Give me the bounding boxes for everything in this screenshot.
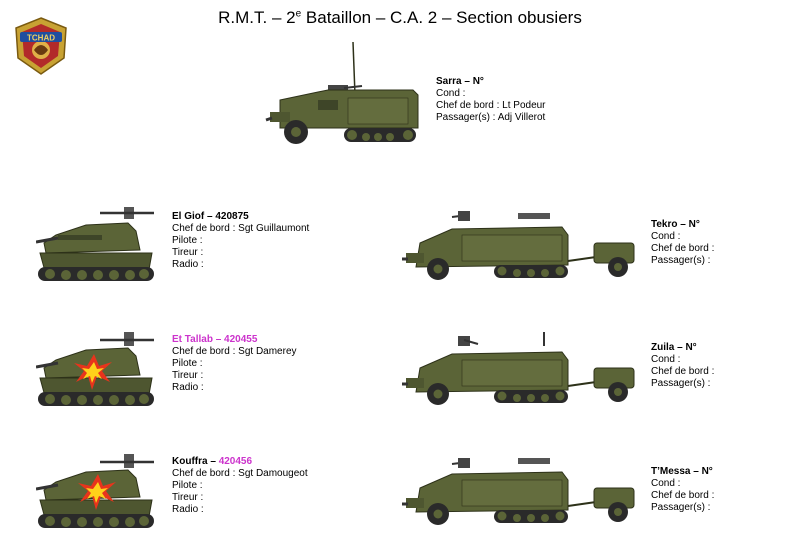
halftrack-trailer-2-image	[402, 332, 635, 405]
gun-vehicle-3-info: Kouffra – 420456 Chef de bord : Sgt Damo…	[172, 456, 308, 516]
halftrack-1-info: Tekro – N° Cond : Chef de bord : Passage…	[651, 219, 714, 267]
name-separator: –	[207, 456, 219, 467]
gun-vehicle-1-info: El Giof – 420875 Chef de bord : Sgt Guil…	[172, 211, 309, 271]
command-halftrack-image	[265, 41, 419, 144]
page-title: R.M.T. – 2e Bataillon – C.A. 2 – Section…	[0, 8, 800, 28]
gun-vehicle-2-name: Et Tallab – 420455	[172, 334, 258, 345]
title-prefix: R.M.T. – 2	[218, 8, 296, 27]
halftrack-trailer-1-image	[402, 211, 635, 280]
halftrack-2-name: Zuila – N°	[651, 342, 697, 353]
crew-line: Chef de bord : Sgt Damougeot	[172, 468, 308, 479]
gun-vehicle-3-number: 420456	[218, 456, 253, 467]
command-vehicle-info: Sarra – N° Cond : Chef de bord : Lt Pode…	[436, 76, 546, 124]
crew-line: Chef de bord : Sgt Damerey	[172, 346, 297, 357]
crew-line: Radio :	[172, 259, 204, 270]
crew-line: Pilote :	[172, 235, 203, 246]
crew-line: Tireur :	[172, 492, 204, 503]
crew-line: Radio :	[172, 382, 204, 393]
title-sup: e	[295, 8, 302, 20]
halftrack-3-info: T’Messa – N° Cond : Chef de bord : Passa…	[651, 466, 714, 514]
crew-line: Chef de bord :	[651, 366, 715, 377]
crew-line: Tireur :	[172, 247, 204, 258]
crew-line: Radio :	[172, 504, 204, 515]
crew-line: Chef de bord :	[651, 243, 715, 254]
title-suffix: Bataillon – C.A. 2 – Section obusiers	[301, 8, 582, 27]
tchad-insignia-icon: TCHAD	[15, 17, 67, 75]
howitzer-carriage-3-image	[36, 454, 154, 528]
halftrack-trailer-3-image	[402, 458, 635, 525]
crew-line: Cond :	[651, 231, 681, 242]
halftrack-2-info: Zuila – N° Cond : Chef de bord : Passage…	[651, 342, 714, 390]
halftrack-1-name: Tekro – N°	[651, 219, 700, 230]
howitzer-carriage-2-image	[36, 332, 154, 406]
gun-vehicle-2-info: Et Tallab – 420455 Chef de bord : Sgt Da…	[172, 334, 297, 394]
crew-line: Passager(s) :	[651, 378, 711, 389]
crew-line: Chef de bord :	[651, 490, 715, 501]
crew-line: Cond :	[436, 88, 466, 99]
crew-line: Chef de bord : Sgt Guillaumont	[172, 223, 310, 234]
crew-line: Cond :	[651, 478, 681, 489]
crew-line: Pilote :	[172, 358, 203, 369]
crew-line: Pilote :	[172, 480, 203, 491]
howitzer-carriage-1-image	[36, 207, 154, 281]
crew-line: Passager(s) :	[651, 255, 711, 266]
command-vehicle-name: Sarra – N°	[436, 76, 484, 87]
insignia-text: TCHAD	[27, 34, 55, 43]
crew-line: Chef de bord : Lt Podeur	[436, 100, 546, 111]
gun-vehicle-1-name: El Giof – 420875	[172, 211, 249, 222]
crew-line: Passager(s) :	[651, 502, 711, 513]
crew-line: Tireur :	[172, 370, 204, 381]
halftrack-3-name: T’Messa – N°	[651, 466, 713, 477]
gun-vehicle-3-name: Kouffra	[172, 456, 208, 467]
crew-line: Passager(s) : Adj Villerot	[436, 112, 546, 123]
crew-line: Cond :	[651, 354, 681, 365]
